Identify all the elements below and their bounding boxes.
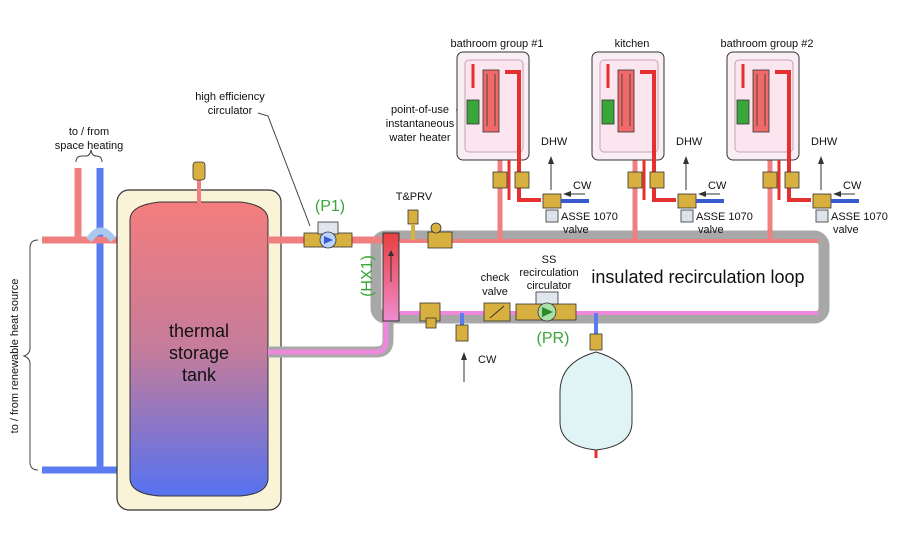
dhw-label: DHW: [676, 136, 703, 148]
tprv-valve: [407, 209, 419, 240]
thermal-storage-tank: [129, 201, 269, 497]
fixture-name-label: kitchen: [615, 38, 650, 50]
renewable-source-label: to / from renewable heat source: [9, 279, 21, 434]
tprv-label: T&PRV: [396, 191, 433, 203]
mixing-valve-hx: [427, 222, 453, 249]
fixture-cw-label: CW: [708, 180, 727, 192]
dhw-label: DHW: [811, 136, 838, 148]
circulator-hi-label-1: high efficiency: [195, 91, 265, 103]
fixture-tee-valve: [492, 171, 508, 189]
pou-label-2: instantaneous: [386, 118, 455, 130]
asse-valve-label-2: valve: [563, 224, 589, 236]
space-heating-label-2: space heating: [55, 140, 124, 152]
fixture-name-label: bathroom group #2: [721, 38, 814, 50]
fixture-cw-label: CW: [573, 180, 592, 192]
tank-label-3: tank: [182, 365, 217, 385]
air-vent: [192, 161, 206, 181]
pou-label-1: point-of-use: [391, 104, 449, 116]
check-valve-label-2: valve: [482, 286, 508, 298]
pr-label: (PR): [537, 330, 570, 347]
fixture-unit-1: [456, 51, 589, 241]
hx1-label: (HX1): [359, 255, 376, 297]
fixture-cw-label: CW: [843, 180, 862, 192]
return-valve-hx: [419, 302, 441, 329]
asse-valve-label-1: ASSE 1070: [831, 211, 888, 223]
asse-valve-label-1: ASSE 1070: [561, 211, 618, 223]
loop-label: insulated recirculation loop: [591, 267, 804, 287]
asse-valve-label-2: valve: [833, 224, 859, 236]
cold-water-inlet-valve: [455, 324, 469, 342]
pr-circulator: [515, 291, 577, 322]
pou-label-3: water heater: [388, 132, 450, 144]
fixture-unit-3: [726, 51, 859, 241]
fixture-tee-valve: [627, 171, 643, 189]
check-valve-label-1: check: [481, 272, 510, 284]
ss-circ-label-3: circulator: [527, 280, 572, 292]
fixture-tee-valve: [762, 171, 778, 189]
dhw-label: DHW: [541, 136, 568, 148]
asse-valve-label-2: valve: [698, 224, 724, 236]
p1-label: (P1): [315, 198, 345, 215]
fixture-name-label: bathroom group #1: [451, 38, 544, 50]
fixture-unit-2: [591, 51, 724, 241]
insulated-loop: [370, 230, 830, 324]
cw-label-hx: CW: [478, 354, 497, 366]
ss-circ-label-2: recirculation: [519, 267, 578, 279]
tank-label-2: storage: [169, 343, 229, 363]
p1-circulator: [303, 221, 353, 249]
asse-valve-label-1: ASSE 1070: [696, 211, 753, 223]
space-heating-label-1: to / from: [69, 126, 109, 138]
circulator-hi-label-2: circulator: [208, 105, 253, 117]
check-valve: [483, 302, 511, 322]
ss-circ-label-1: SS: [542, 254, 557, 266]
tank-label-1: thermal: [169, 321, 229, 341]
